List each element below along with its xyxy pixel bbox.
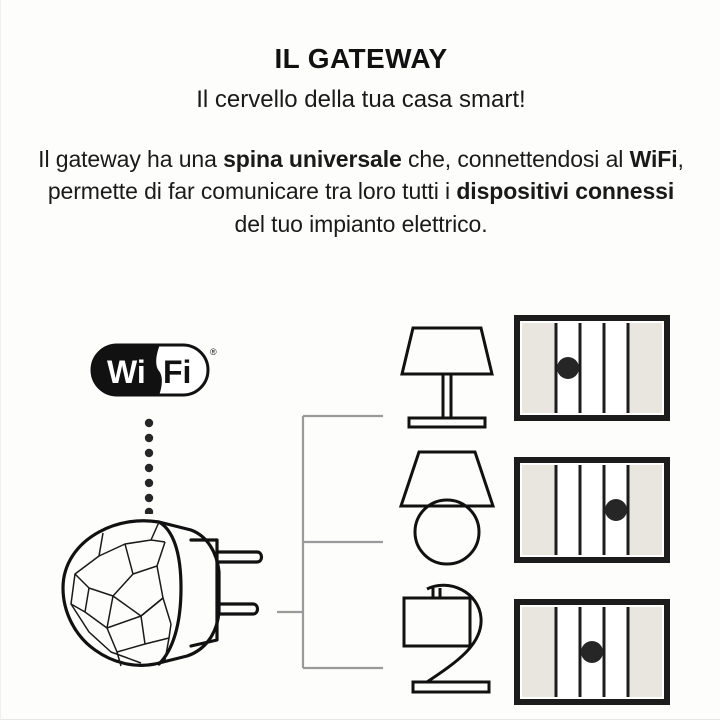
switch-active-dot [581,641,603,663]
wifi-label-right: Fi [163,354,191,390]
switch-active-dot [605,499,627,521]
wall-switch-panel-2[interactable] [514,457,670,563]
page-subtitle: Il cervello della tua casa smart! [196,85,526,113]
bracket-connector-icon [277,414,383,670]
gateway-plug [41,500,281,675]
faceted-smart-plug-icon [61,519,264,667]
page-title: IL GATEWAY [274,43,448,74]
signal-dots [141,418,157,514]
device-list [387,310,507,710]
body-segment-1: spina universale [223,145,402,172]
table-lamp-trapezoid-shade-icon [400,326,494,429]
switch-active-dot [557,357,579,379]
body-segment-6: del tuo impianto elettrico. [234,211,488,238]
body-paragraph: Il gateway ha una spina universale che, … [31,143,691,241]
signal-dots-icon [144,418,154,514]
diagram: Wi Fi ® [1,300,720,720]
body-segment-5: dispositivi connessi [456,178,675,205]
wifi-logo-icon: Wi Fi ® [90,343,217,397]
body-segment-3: WiFi [629,145,678,172]
wifi-badge: Wi Fi ® [89,340,219,402]
switch-panel-list [513,314,677,706]
body-segment-2: che, connettendosi al [401,145,630,172]
text-block: IL GATEWAY Il cervello della tua casa sm… [31,43,691,241]
registered-trademark-icon: ® [210,347,217,357]
lamp-round-base-icon [398,450,496,566]
wall-switch-panel-1[interactable] [514,315,670,421]
lamp-curved-arm-icon [402,583,491,694]
bracket-connector [277,360,387,700]
body-segment-0: Il gateway ha una [38,145,224,172]
body-segment-4: , permette di far comunicare tra loro tu… [47,145,684,205]
wifi-label-left: Wi [107,354,146,390]
devices-icon-group [398,326,496,694]
wall-switch-panel-3[interactable] [514,599,670,705]
switch-panels-icon-group [514,315,670,705]
